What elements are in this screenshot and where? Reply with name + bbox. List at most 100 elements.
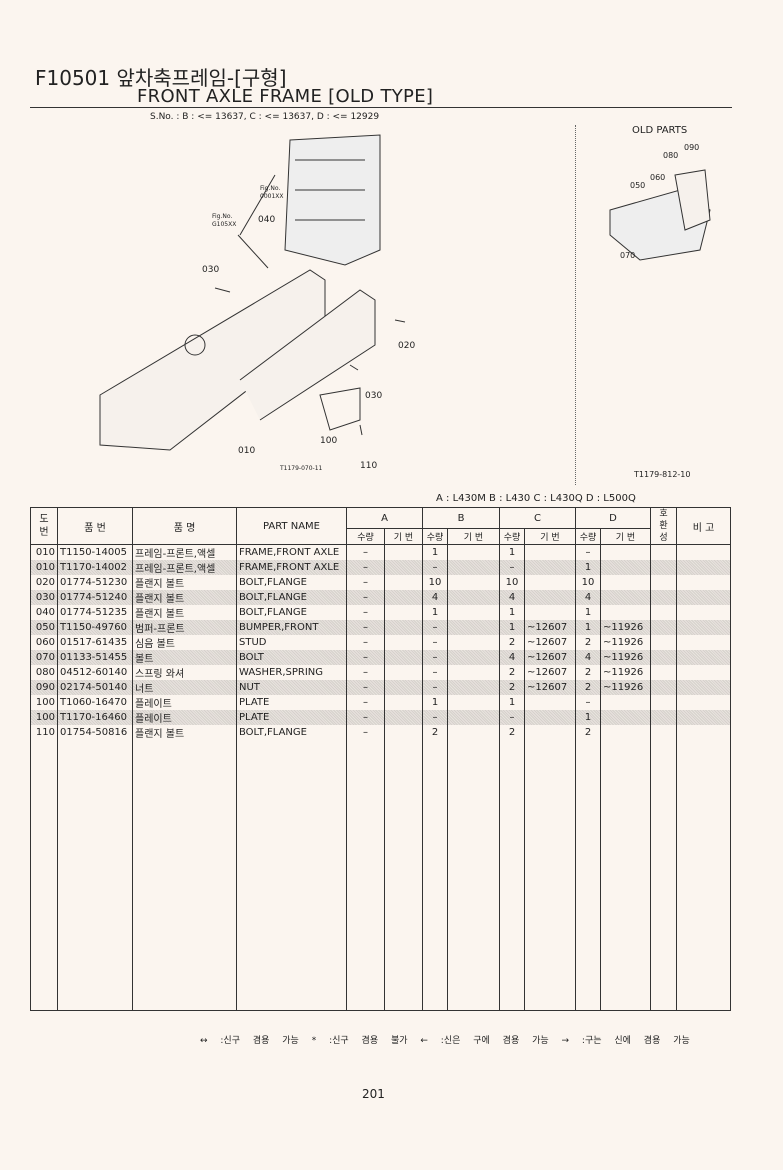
cell-part-no: T1170-16460 <box>57 710 133 725</box>
cell-d-qty: 1 <box>575 710 601 725</box>
cell-remarks <box>676 620 731 635</box>
legend-item: ↔ :신구 겸용 가능 <box>200 1036 299 1046</box>
parts-table: 도 번 품 번 품 명 PART NAME A B C D 호 환 성 비 고 … <box>30 507 731 1011</box>
cell-b-qty: – <box>422 680 448 695</box>
cell-c-serial <box>524 575 576 590</box>
cell-part-no: 02174-50140 <box>57 680 133 695</box>
cell-b-qty: – <box>422 710 448 725</box>
cell-b-serial <box>447 620 500 635</box>
cell-b-serial <box>447 575 500 590</box>
cell-remarks <box>676 635 731 650</box>
cell-b-qty: 1 <box>422 605 448 620</box>
cell-part-no: 01774-51235 <box>57 605 133 620</box>
cell-d-qty: – <box>575 544 601 560</box>
cell-b-serial <box>447 650 500 665</box>
cell-c-qty: 4 <box>499 590 525 605</box>
cell-b-qty: 2 <box>422 725 448 740</box>
cell-part-no: T1060-16470 <box>57 695 133 710</box>
cell-a-qty: – <box>346 635 385 650</box>
cell-part-no: 01133-51455 <box>57 650 133 665</box>
cell-part-no: 01774-51240 <box>57 590 133 605</box>
subcol-serial: 기 번 <box>524 528 576 545</box>
cell-name-ko: 플랜지 볼트 <box>132 590 237 605</box>
cell-c-serial: ~12607 <box>524 680 576 695</box>
legend-item: * :신구 겸용 불가 <box>311 1036 408 1046</box>
old-parts-diagram: OLD PARTS 090 080 060 050 070 T1179-812-… <box>609 125 711 479</box>
col-model-b: B <box>422 507 500 529</box>
cell-b-serial <box>447 544 500 560</box>
cell-remarks <box>676 725 731 740</box>
cell-a-serial <box>384 620 423 635</box>
cell-remarks <box>676 680 731 695</box>
cell-ref-no: 040 <box>30 605 58 620</box>
cell-ref-no: 030 <box>30 590 58 605</box>
cell-b-serial <box>447 635 500 650</box>
callout: 040 <box>258 215 275 225</box>
cell-b-qty: 1 <box>422 695 448 710</box>
cell-b-serial <box>447 590 500 605</box>
cell-c-qty: – <box>499 710 525 725</box>
cell-b-serial <box>447 605 500 620</box>
cell-interchange <box>650 560 677 575</box>
cell-interchange <box>650 665 677 680</box>
cell-name-ko: 플랜지 볼트 <box>132 605 237 620</box>
subcol-qty: 수량 <box>499 528 525 545</box>
page-number: 201 <box>362 1087 385 1101</box>
cell-name-ko: 플레이트 <box>132 710 237 725</box>
cell-b-qty: – <box>422 635 448 650</box>
cell-d-qty: 1 <box>575 560 601 575</box>
cell-a-serial <box>384 590 423 605</box>
cell-name-ko: 볼트 <box>132 650 237 665</box>
interchange-legend: ↔ :신구 겸용 가능 * :신구 겸용 불가 ← :신은 구에 겸용 가능 →… <box>200 1033 690 1046</box>
subcol-serial: 기 번 <box>600 528 651 545</box>
cell-d-qty: – <box>575 695 601 710</box>
cell-c-serial <box>524 725 576 740</box>
cell-c-qty: 1 <box>499 544 525 560</box>
callout: 100 <box>320 436 337 446</box>
cell-d-serial <box>600 605 651 620</box>
cell-b-serial <box>447 665 500 680</box>
cell-d-qty: 2 <box>575 680 601 695</box>
drawing-code: T1179-812-10 <box>633 470 690 479</box>
cell-part-name: FRAME,FRONT AXLE <box>236 560 347 575</box>
drawing-code: T1179-070-11 <box>279 465 323 472</box>
cell-c-serial: ~12607 <box>524 650 576 665</box>
cell-d-serial <box>600 575 651 590</box>
cell-a-serial <box>384 665 423 680</box>
cell-d-qty: 1 <box>575 605 601 620</box>
cell-d-serial: ~11926 <box>600 620 651 635</box>
cell-d-qty: 2 <box>575 665 601 680</box>
cell-name-ko: 스프링 와셔 <box>132 665 237 680</box>
cell-a-serial <box>384 710 423 725</box>
cell-a-qty: – <box>346 605 385 620</box>
cell-part-name: BOLT,FLANGE <box>236 575 347 590</box>
cell-name-ko: 플랜지 볼트 <box>132 575 237 590</box>
empty-cell <box>30 740 58 1011</box>
cell-part-name: BOLT,FLANGE <box>236 605 347 620</box>
cell-b-qty: – <box>422 665 448 680</box>
page-title-english: FRONT AXLE FRAME [OLD TYPE] <box>137 86 434 107</box>
legend-item: → :구는 신에 겸용 가능 <box>561 1036 690 1046</box>
cell-a-qty: – <box>346 680 385 695</box>
cell-a-serial <box>384 650 423 665</box>
cell-remarks <box>676 665 731 680</box>
fig-label: Fig.No. <box>212 213 232 220</box>
fig-number: 0001XX <box>260 193 284 200</box>
cell-a-serial <box>384 680 423 695</box>
col-no: 도 번 <box>30 507 58 545</box>
cell-ref-no: 050 <box>30 620 58 635</box>
cell-part-name: BUMPER,FRONT <box>236 620 347 635</box>
cell-c-qty: 2 <box>499 680 525 695</box>
cell-c-serial <box>524 544 576 560</box>
cell-a-qty: – <box>346 710 385 725</box>
cell-a-serial <box>384 560 423 575</box>
callout: 090 <box>684 143 699 152</box>
cell-remarks <box>676 590 731 605</box>
cell-part-name: BOLT,FLANGE <box>236 590 347 605</box>
